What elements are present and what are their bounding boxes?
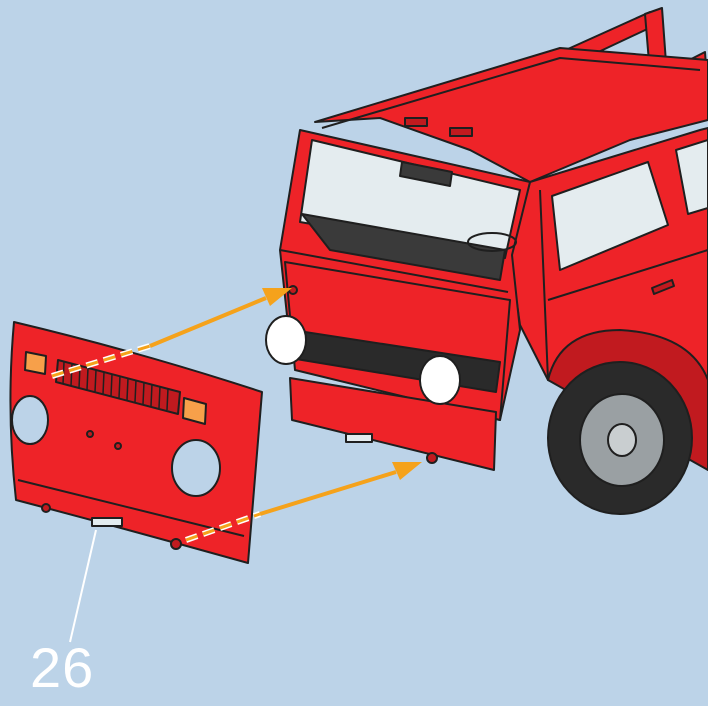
panel-hole-3 <box>171 539 181 549</box>
headlamp-hole-left <box>12 396 48 444</box>
panel-hole-1 <box>87 431 93 437</box>
part-number-label: 26 <box>30 640 94 696</box>
headlamp-right <box>420 356 460 404</box>
headlamp-left <box>266 316 306 364</box>
roof-vent-2 <box>450 128 472 136</box>
headlamp-hole-right <box>172 440 220 496</box>
indicator-left <box>25 352 46 374</box>
mount-hole-upper <box>289 286 297 294</box>
plate-slot <box>346 434 372 442</box>
mount-hole-lower <box>427 453 437 463</box>
plate-light <box>92 518 122 526</box>
hub-cap <box>608 424 636 456</box>
roof-vent <box>405 118 427 126</box>
badge-hole <box>115 443 121 449</box>
panel-hole-2 <box>42 504 50 512</box>
